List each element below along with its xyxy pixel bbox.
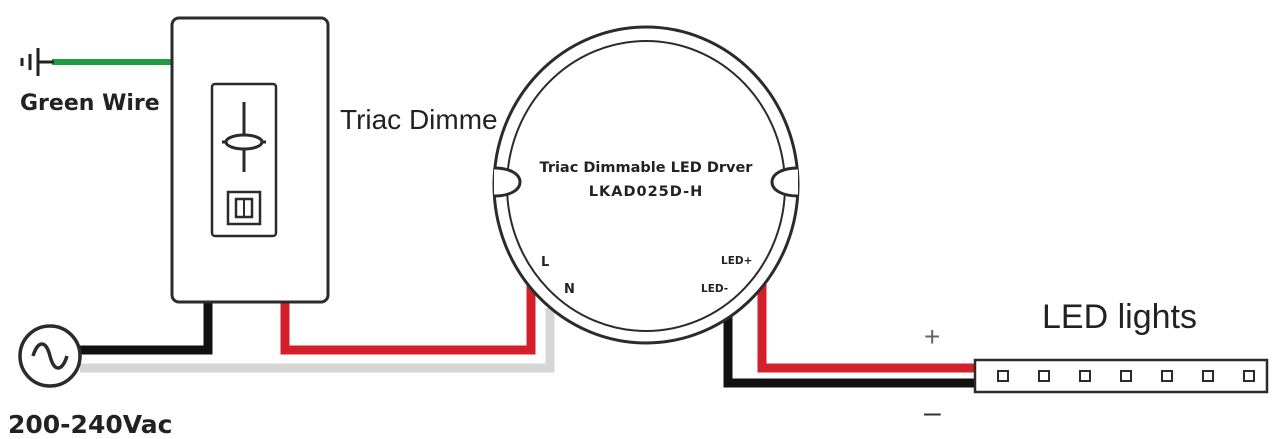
ground-wire-label: Green Wire — [20, 91, 160, 116]
polarity-minus-label: – — [924, 396, 941, 429]
return-wire — [80, 308, 555, 373]
led-dot — [1038, 370, 1050, 382]
triac-dimmer — [170, 16, 330, 304]
led-dots — [997, 370, 1255, 382]
driver-left-notch — [493, 166, 522, 198]
led-positive-wire — [757, 284, 978, 373]
led-dot — [1161, 370, 1173, 382]
led-driver: Triac Dimmable LED Drver LKAD025D-H L N … — [492, 25, 800, 345]
led-strip — [973, 358, 1269, 394]
ground-symbol-icon — [20, 48, 54, 76]
dimmer-label: Triac Dimme — [340, 104, 498, 135]
slider-knob-icon — [222, 133, 266, 151]
driver-model: LKAD025D-H — [589, 184, 703, 200]
led-dot — [1202, 370, 1214, 382]
terminal-led-minus-label: LED- — [701, 283, 728, 295]
neutral-wire — [80, 302, 213, 355]
driver-right-notch — [770, 166, 799, 198]
led-dot — [1079, 370, 1091, 382]
led-negative-wire — [723, 300, 978, 388]
led-dot — [1243, 370, 1255, 382]
led-dot — [997, 370, 1009, 382]
led-lights-label: LED lights — [1042, 298, 1197, 336]
live-wire — [280, 282, 536, 355]
polarity-plus-label: + — [924, 321, 940, 352]
rocker-switch-icon — [226, 190, 262, 226]
mains-voltage-label: 200-240Vac — [8, 410, 172, 439]
terminal-led-plus-label: LED+ — [721, 255, 752, 267]
led-dot — [1120, 370, 1132, 382]
terminal-l-label: L — [541, 255, 549, 270]
driver-title: Triac Dimmable LED Drver — [540, 160, 754, 176]
terminal-n-label: N — [564, 282, 575, 297]
ac-source-icon — [18, 324, 82, 388]
